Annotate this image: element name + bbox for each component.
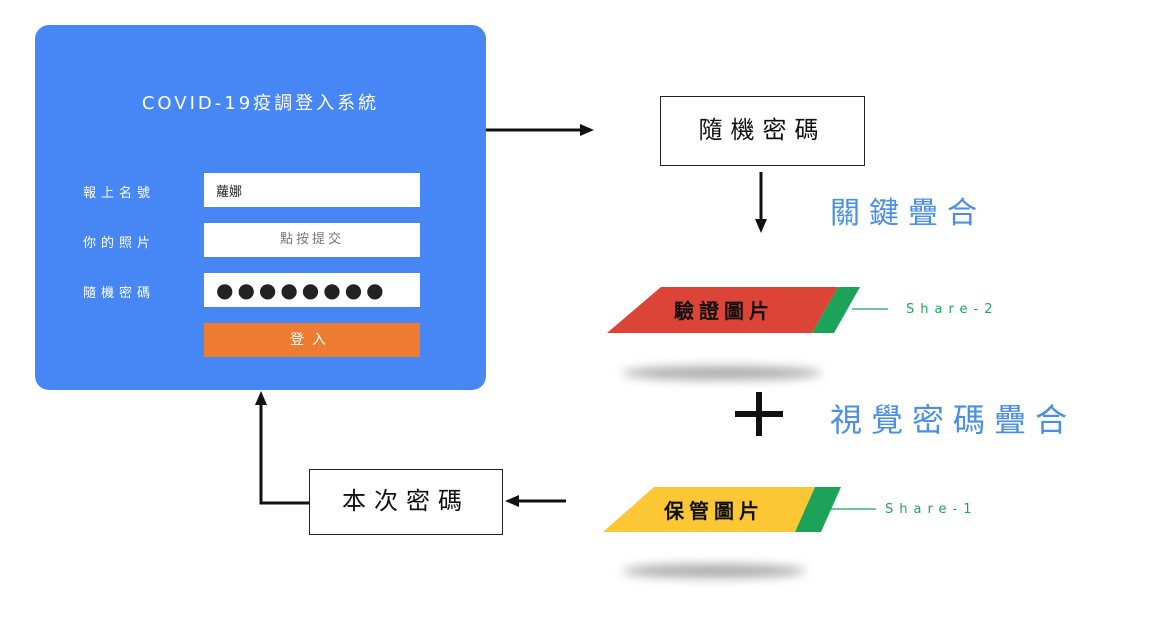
keep-band-green: [795, 487, 841, 532]
share-2-label: Share-2: [906, 302, 999, 317]
login-button[interactable]: 登入: [204, 323, 420, 357]
password-input[interactable]: ●●●●●●●●: [204, 273, 420, 307]
photo-label: 你的照片: [83, 236, 156, 251]
login-title: COVID-19疫調登入系統: [141, 93, 380, 114]
session-password-box: 本次密碼: [309, 469, 503, 535]
arrow-back-to-login: [255, 391, 309, 505]
verify-band-red: [607, 287, 838, 333]
keep-band-yellow: [603, 487, 815, 532]
password-label: 隨機密碼: [83, 286, 156, 301]
arrow-to-random-password: [486, 124, 594, 136]
photo-upload-button[interactable]: 點按提交: [204, 223, 420, 257]
name-label: 報上名號: [83, 186, 156, 201]
keep-band-shadow: [622, 564, 806, 578]
verify-band-green: [812, 287, 860, 333]
arrow-to-session-password: [505, 495, 566, 507]
share-1-label: Share-1: [885, 502, 978, 517]
random-password-box: 隨機密碼: [660, 96, 865, 166]
name-input[interactable]: 蘿娜: [204, 173, 420, 207]
plus-sign: [735, 392, 783, 436]
verify-image-label: 驗證圖片: [674, 299, 774, 323]
keep-image-label: 保管圖片: [664, 499, 764, 523]
verify-band-shadow: [622, 366, 822, 380]
key-overlay-text: 關鍵疊合: [830, 196, 986, 231]
arrow-down-to-overlay: [755, 172, 767, 233]
login-card: COVID-19疫調登入系統 報上名號 蘿娜 你的照片 點按提交 隨機密碼 ●●…: [35, 25, 486, 390]
visual-overlay-text: 視覺密碼疊合: [830, 401, 1077, 439]
